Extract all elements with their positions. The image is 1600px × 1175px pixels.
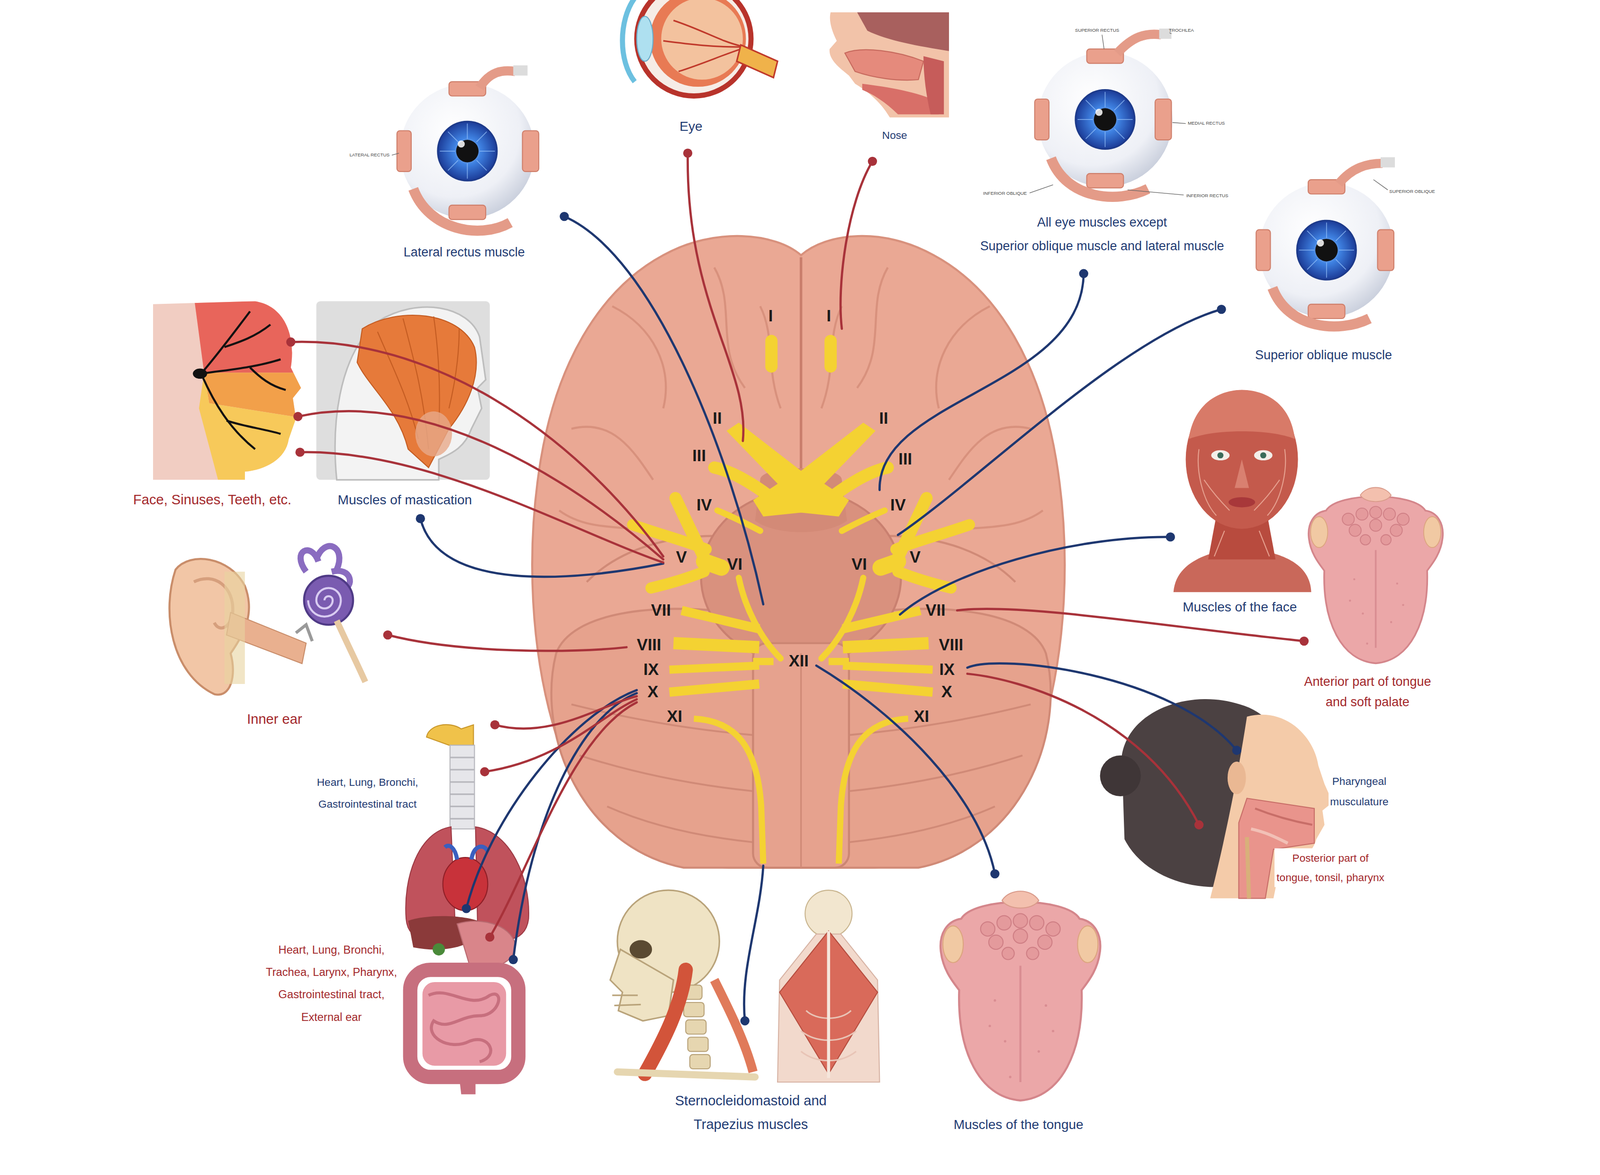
caption-label: Face, Sinuses, Teeth, etc.: [133, 490, 292, 509]
nerve-number: II: [712, 407, 722, 430]
brain: [532, 235, 1065, 868]
muscle-tag: INFERIOR RECTUS: [1186, 192, 1229, 199]
caption-label: Posterior part of tongue, tonsil, pharyn…: [1274, 847, 1387, 887]
nerve-number: IV: [890, 494, 906, 516]
caption-label: Muscles of the face: [1182, 598, 1297, 616]
nerve-number: IX: [643, 658, 660, 680]
nerve-number: VI: [851, 553, 868, 576]
caption-label: Lateral rectus muscle: [403, 243, 525, 261]
caption-label: Muscles of the tongue: [953, 1115, 1084, 1133]
caption-label: Heart, Lung, Bronchi, Gastrointestinal t…: [316, 770, 419, 814]
caption-label: Eye: [679, 117, 703, 136]
nerve-number: IV: [696, 494, 713, 516]
caption-label: Muscles of mastication: [337, 491, 472, 509]
nerve-number: VIII: [938, 634, 964, 656]
caption-label: Pharyngeal musculature: [1328, 770, 1391, 812]
caption-label: All eye muscles except Superior oblique …: [980, 210, 1225, 258]
nerve-number: II: [878, 407, 888, 430]
nerve-number: XI: [666, 705, 683, 727]
ear: [169, 545, 366, 695]
nerve-number: XI: [913, 705, 930, 727]
face-muscles-head: [1173, 389, 1312, 592]
nerve-number: V: [909, 546, 921, 569]
sensory-lines: [290, 153, 1305, 937]
muscle-tag: SUPERIOR OBLIQUE: [1389, 189, 1435, 196]
nerve-number: V: [676, 546, 688, 569]
nerve-number: I: [768, 305, 774, 327]
caption-label: Anterior part of tongue and soft palate: [1303, 671, 1431, 713]
leader-lines: [290, 153, 1305, 1021]
nerve-number: X: [941, 681, 953, 703]
caption-label: Superior oblique muscle: [1255, 346, 1393, 364]
tongue-right: [1308, 487, 1443, 663]
eyeball-all-muscles: [1029, 28, 1186, 197]
thoracic-abdominal-organs: [405, 724, 529, 1094]
line-end-dots: [286, 148, 1309, 1025]
nerve-number: VIII: [636, 634, 662, 656]
caption-label: Nose: [882, 128, 908, 144]
nerve-number: III: [898, 448, 913, 471]
caption-label: Inner ear: [246, 710, 302, 729]
face-sensory-head: [153, 296, 307, 485]
nerve-number: VII: [925, 599, 946, 622]
muscle-tag: INFERIOR OBLIQUE: [983, 190, 1027, 198]
eyeball-lateral-rectus: [391, 65, 539, 231]
eye-anatomy: [622, 0, 778, 96]
muscle-tag: SUPERIOR RECTUS: [1075, 27, 1120, 34]
nerve-number: VI: [727, 553, 743, 576]
eyeball-superior-oblique: [1256, 157, 1395, 327]
nerve-number: I: [826, 305, 832, 327]
muscle-tag: TROCHLEA: [1168, 27, 1194, 34]
skull-neck: [610, 889, 756, 1077]
nose-section: [829, 12, 950, 118]
nerve-number: III: [692, 445, 706, 467]
nerve-number: X: [647, 681, 659, 703]
caption-label: Heart, Lung, Bronchi, Trachea, Larynx, P…: [265, 937, 398, 1028]
tongue-bottom: [940, 890, 1101, 1101]
nerve-number: IX: [939, 658, 955, 680]
muscle-tag: LATERAL RECTUS: [349, 152, 390, 159]
nerve-number: XII: [788, 650, 809, 672]
muscle-tag: MEDIAL RECTUS: [1187, 120, 1225, 127]
nerve-number: VII: [650, 599, 671, 622]
caption-label: Sternocleidomastoid and Trapezius muscle…: [675, 1088, 827, 1136]
back-trapezius: [777, 889, 880, 1082]
